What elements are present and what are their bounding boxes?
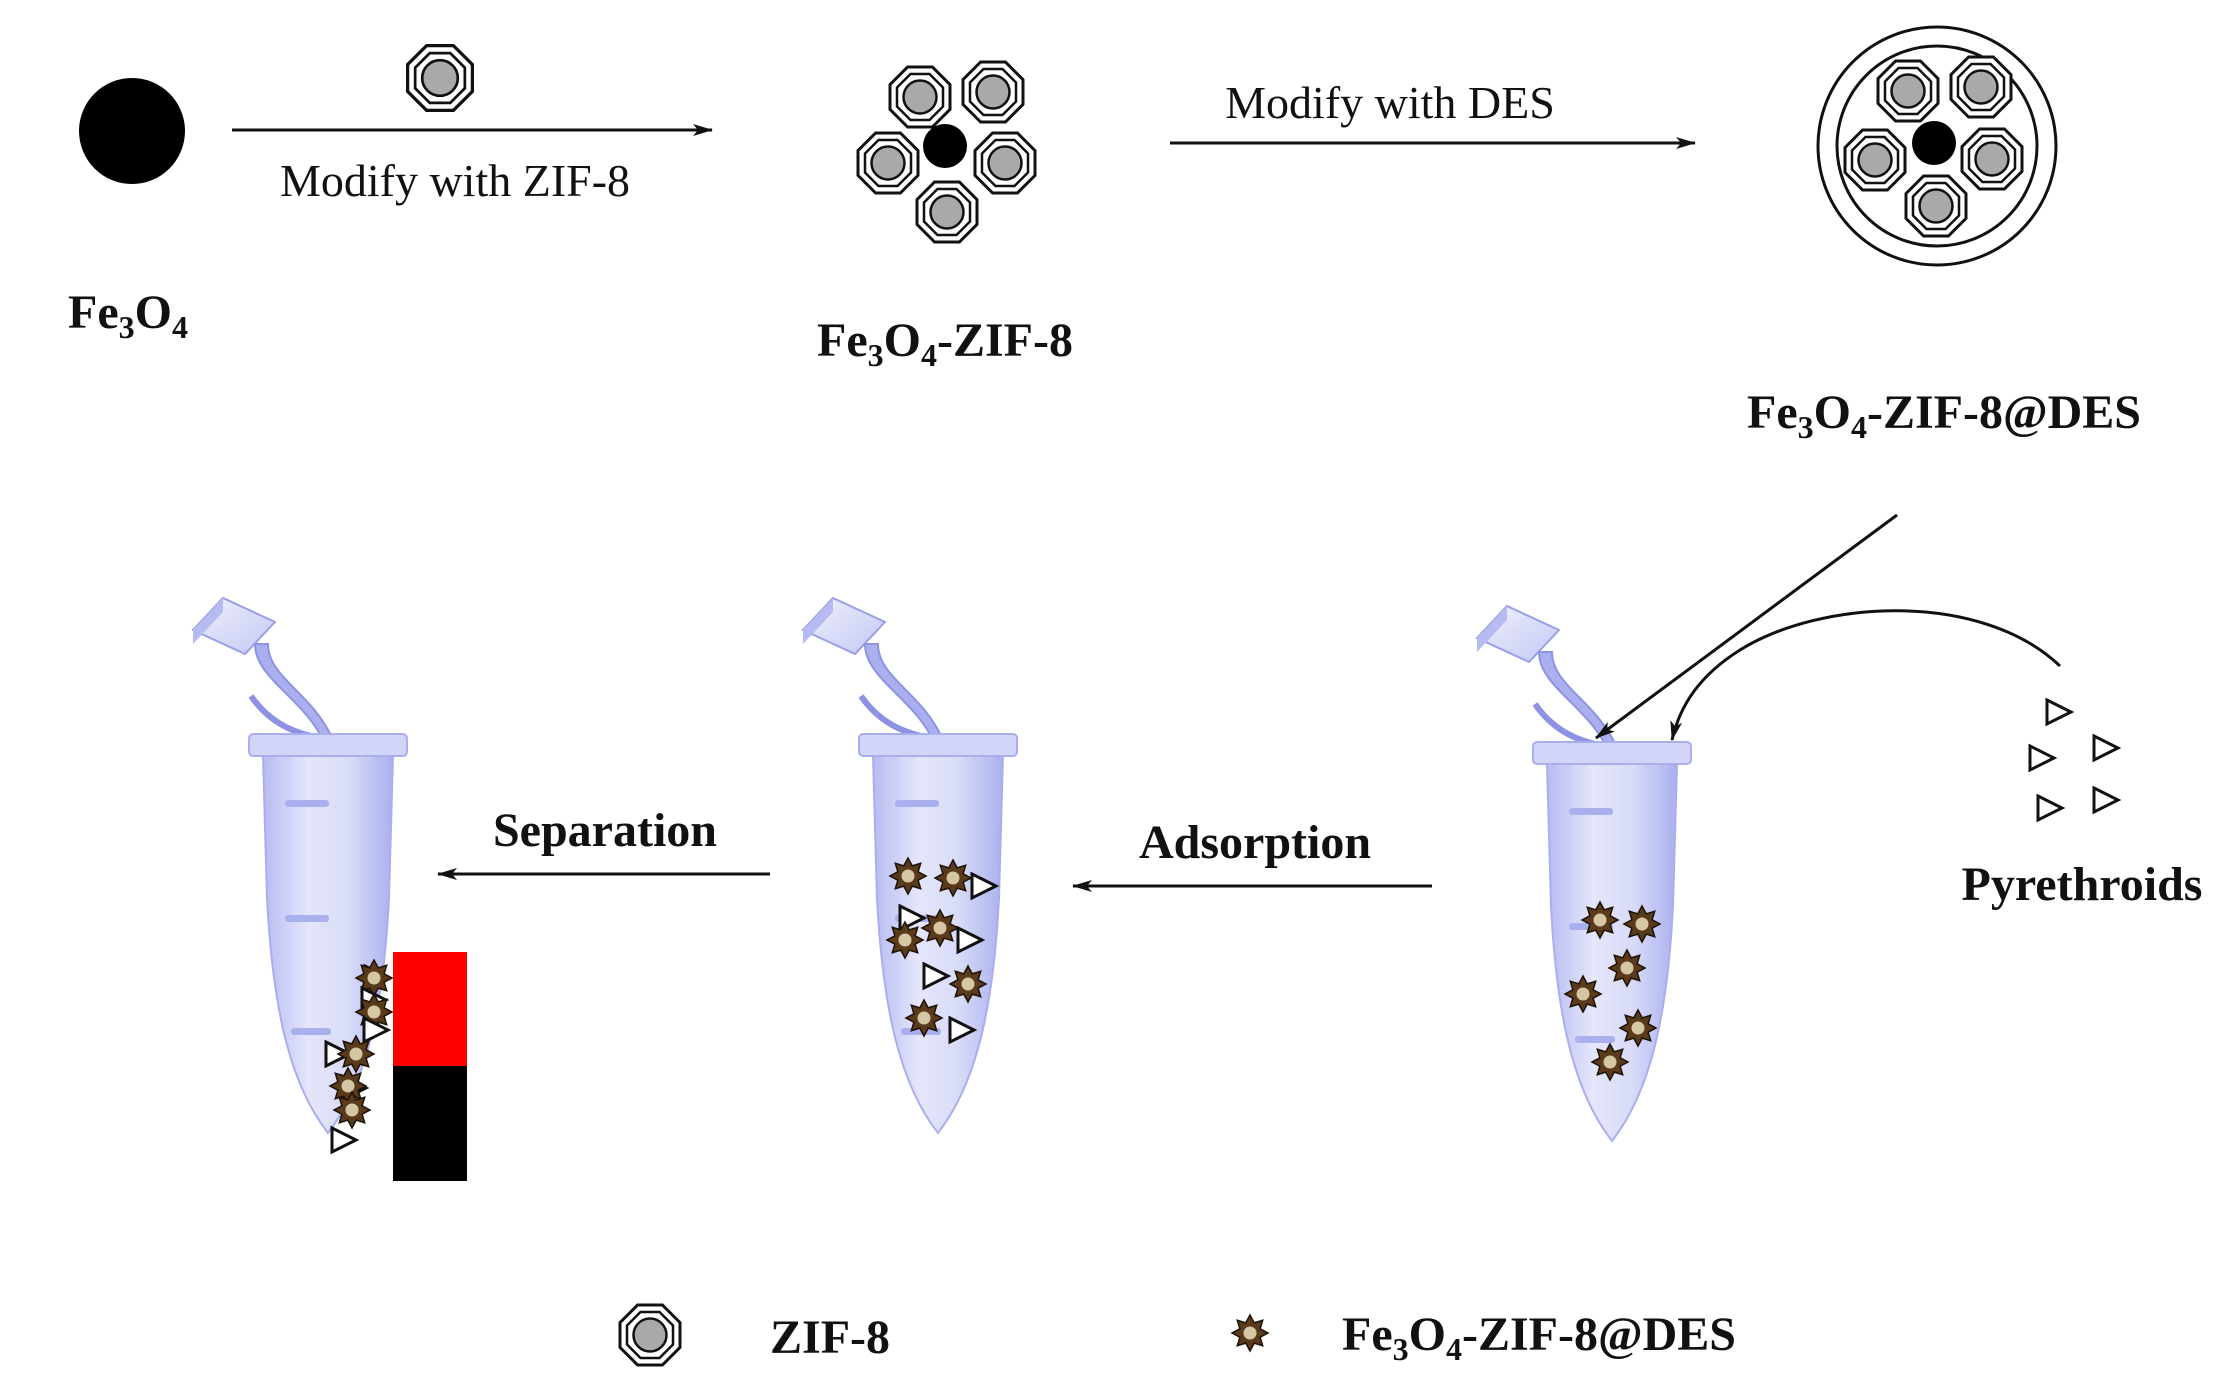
legend-composite-icon: [1231, 1314, 1269, 1352]
zif8-icon: [405, 43, 475, 113]
legend-zif8-label: ZIF-8: [770, 1311, 890, 1364]
tube-separation: [193, 598, 407, 1133]
label-fe3o4-zif8: Fe3O4-ZIF-8: [817, 314, 1073, 373]
fe3o4-zif8-des-particle: [1816, 25, 2058, 267]
label-fe3o4: Fe3O4: [68, 286, 188, 345]
label-modify-des: Modify with DES: [1225, 77, 1555, 128]
label-adsorption: Adsorption: [1139, 816, 1371, 869]
label-separation: Separation: [493, 804, 717, 857]
pyrethroid-molecules: [2028, 698, 2120, 822]
legend: ZIF-8 Fe3O4-ZIF-8@DES: [618, 1303, 1736, 1367]
label-modify-zif8: Modify with ZIF-8: [280, 155, 630, 206]
fe3o4-zif8-cluster: [856, 60, 1037, 244]
magnet: [393, 952, 467, 1181]
legend-composite-label: Fe3O4-ZIF-8@DES: [1342, 1308, 1736, 1367]
arrow-add-pyrethroids: [1670, 609, 2062, 741]
label-fe3o4-zif8-des: Fe3O4-ZIF-8@DES: [1747, 386, 2141, 445]
legend-zif8-icon: [618, 1303, 682, 1367]
fe3o4-core: [79, 78, 185, 184]
arrow-add-composite: [1595, 513, 1898, 740]
label-pyrethroids: Pyrethroids: [1962, 858, 2203, 911]
tube-mixing: [1477, 606, 1691, 1141]
